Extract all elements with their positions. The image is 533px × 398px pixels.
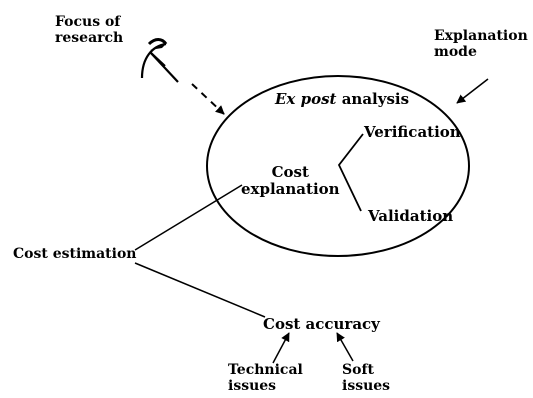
focus-label-line-1: Focus of <box>55 14 121 30</box>
technical-issues-arrow <box>272 332 290 364</box>
validation-label: Validation <box>368 207 454 225</box>
cost-accuracy-label: Cost accuracy <box>263 315 380 333</box>
soft-issues-label: Soft issues <box>342 362 390 394</box>
ex-post-analysis-ellipse <box>206 75 470 257</box>
explanation-mode-line-1: Explanation <box>434 28 528 44</box>
cost-explanation-line-2: explanation <box>241 180 340 199</box>
explanation-mode-line-2: mode <box>434 44 477 61</box>
eye-icon <box>140 38 179 83</box>
verification-label: Verification <box>364 123 461 141</box>
soft-issues-line-2: issues <box>342 378 391 395</box>
technical-issues-line-2: issues <box>228 378 277 395</box>
cost-explanation-line-1: Cost <box>271 163 309 181</box>
technical-issues-line-1: Technical <box>228 362 303 378</box>
soft-issues-arrow <box>336 332 354 362</box>
focus-of-research-label: Focus of research <box>55 14 123 46</box>
technical-issues-label: Technical issues <box>228 362 303 394</box>
ex-post-analysis-title: Ex post analysis <box>275 90 410 108</box>
cost-estimation-label: Cost estimation <box>13 246 137 262</box>
branch-connector <box>337 133 364 212</box>
soft-issues-line-1: Soft <box>342 362 374 378</box>
explanation-mode-label: Explanation mode <box>434 28 528 60</box>
estimation-to-explanation-line <box>134 184 243 251</box>
ex-post-rest: analysis <box>336 90 410 108</box>
estimation-to-accuracy-line <box>134 262 266 318</box>
focus-label-line-2: research <box>55 30 124 47</box>
cost-explanation-label: Cost explanation <box>241 163 340 199</box>
focus-arrow <box>191 83 225 115</box>
ex-post-emphasis: Ex post <box>275 90 337 108</box>
explanation-mode-arrow <box>456 78 489 104</box>
